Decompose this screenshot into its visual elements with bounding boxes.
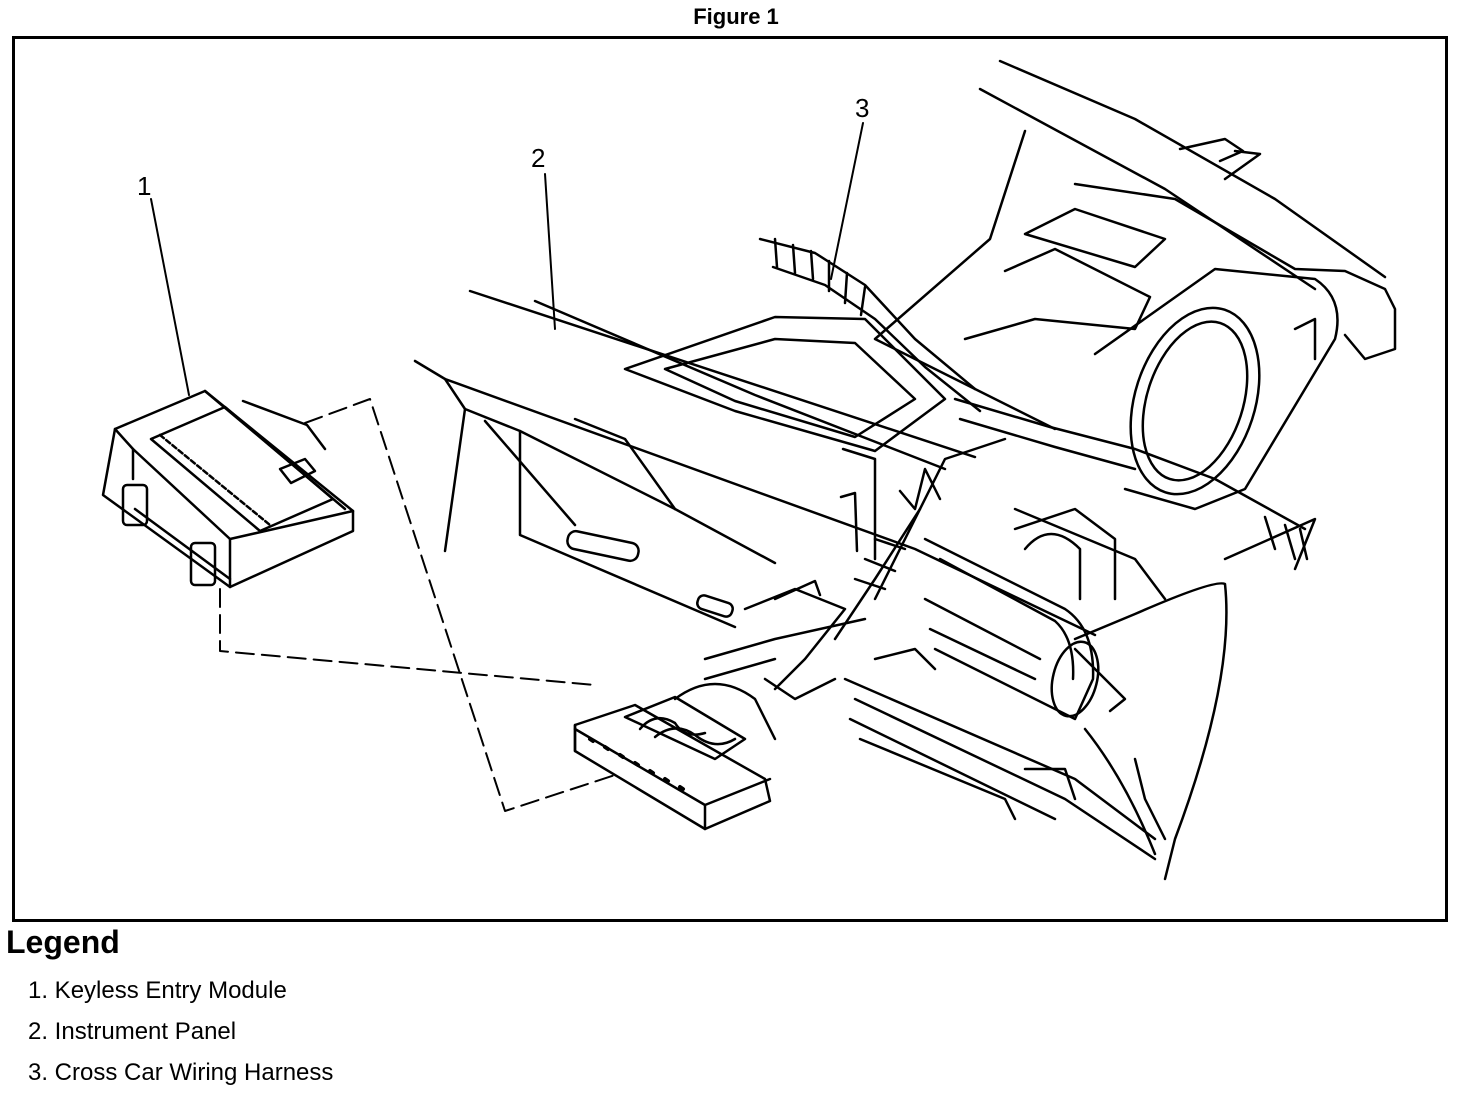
legend-item-instrument-panel: 2. Instrument Panel	[28, 1018, 237, 1045]
diagram-drawing: 1 2 3	[101, 59, 1397, 881]
dash-shroud-illustration	[873, 59, 1397, 881]
legend-item-cross-car-wiring-harness: 3. Cross Car Wiring Harness	[28, 1059, 334, 1086]
legend-item-keyless-entry-module: 1. Keyless Entry Module	[28, 977, 287, 1004]
instrument-panel-illustration	[413, 289, 1097, 637]
legend-list: 1. Keyless Entry Module 2. Instrument Pa…	[28, 976, 333, 1099]
harness-connector-illustration	[573, 682, 777, 831]
keyless-entry-module-illustration	[101, 389, 355, 589]
legend-title: Legend	[6, 924, 120, 960]
figure-title: Figure 1	[693, 4, 779, 29]
callout-2: 2	[531, 143, 545, 173]
callout-1: 1	[137, 171, 151, 201]
connection-dashed-lines	[219, 398, 616, 812]
steering-column-illustration	[923, 507, 1167, 721]
callout-leader-lines	[150, 122, 864, 396]
diagram-frame: 1 2 3	[12, 36, 1448, 922]
callout-3: 3	[855, 93, 869, 123]
wiring-harness-illustration	[703, 237, 1309, 861]
